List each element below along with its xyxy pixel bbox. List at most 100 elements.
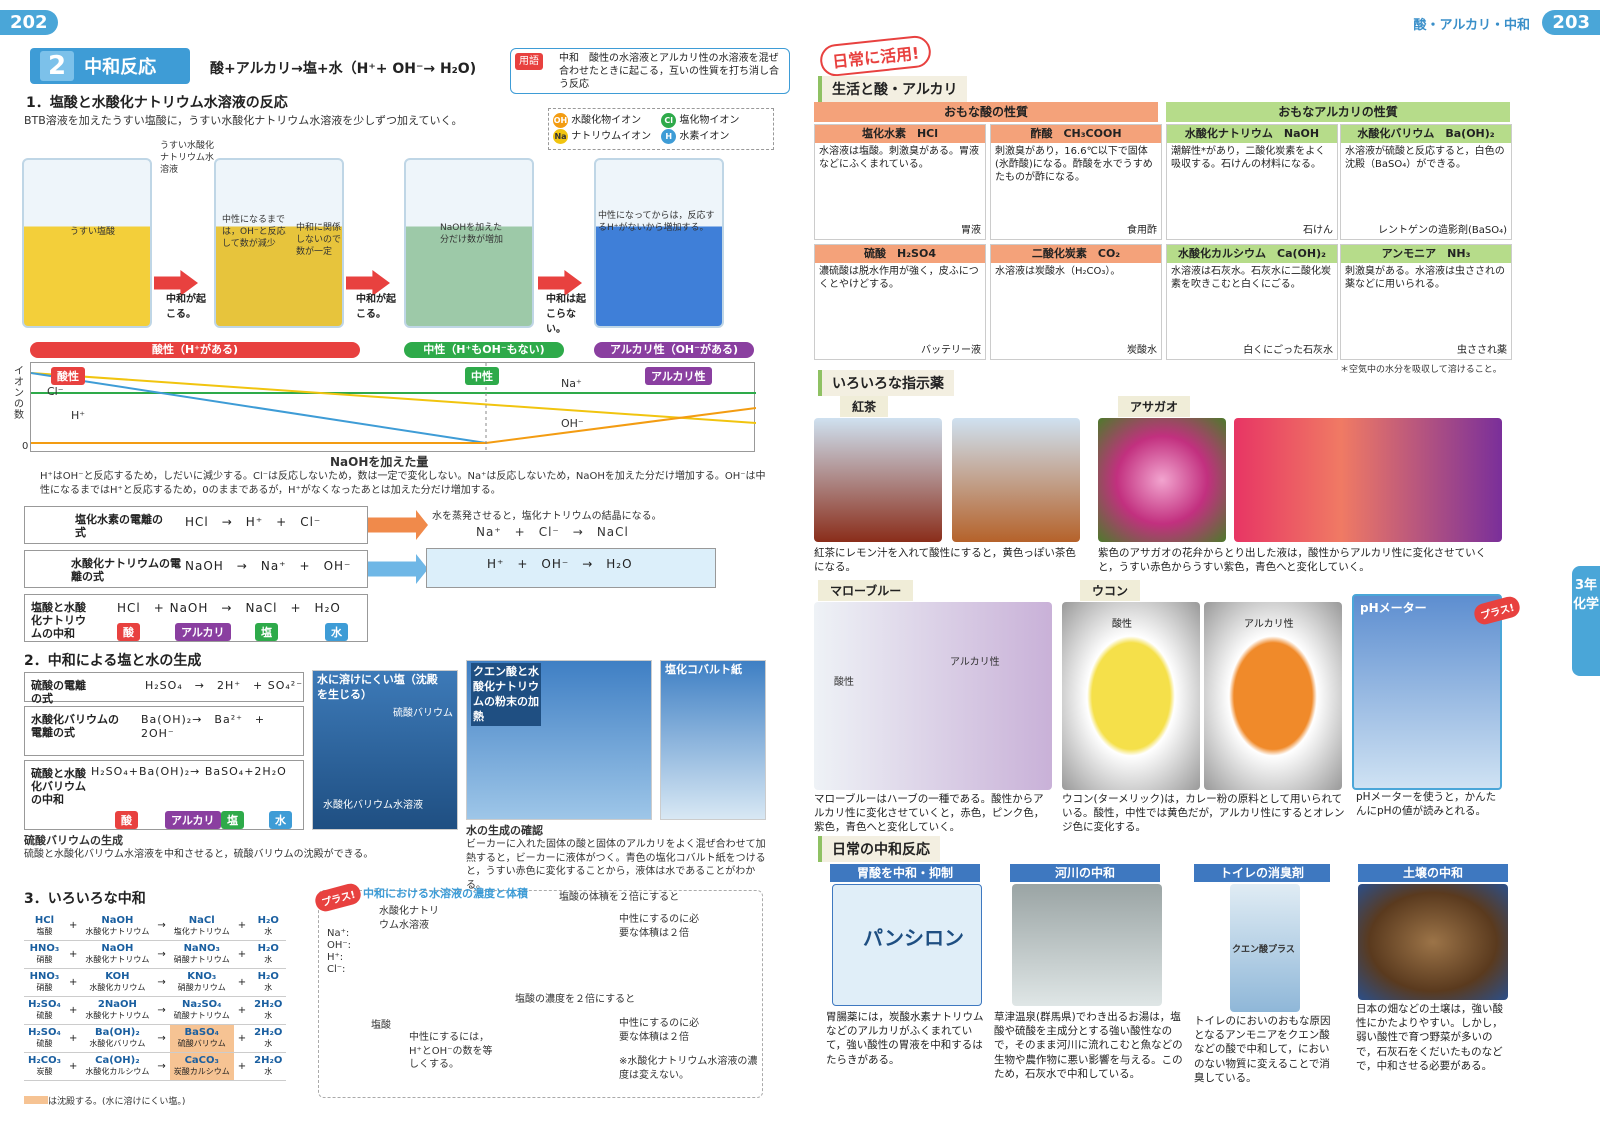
formula-name: 硝酸ナトリウム <box>173 955 230 964</box>
property-cell: 水酸化ナトリウム NaOH 潮解性*があり，二酸化炭素をよく吸収する。石けんの材… <box>1166 124 1338 240</box>
formula-name: 水酸化ナトリウム <box>85 1011 150 1020</box>
ukon-alkali-photo: アルカリ性 <box>1204 602 1342 790</box>
chapter-title: 酸・アルカリ・中和 <box>1413 18 1530 33</box>
alkaline-bar: アルカリ性（OH⁻がある) <box>594 342 754 358</box>
property-cell-desc: 水溶液は石灰水。石灰水に二酸化炭素を吹きこむと白くにごる。 <box>1171 266 1331 290</box>
formula: KNO₃ <box>187 971 217 982</box>
ion-count-graph: 酸性 中性 アルカリ性 Cl⁻ H⁺ Na⁺ OH⁻ <box>30 362 757 453</box>
river-photo <box>1012 884 1162 1006</box>
alkali-head: おもなアルカリの性質 <box>1166 102 1510 122</box>
plus-box: プラス! 中和における水溶液の濃度と体積 水酸化ナトリウム水溶液 Na⁺: OH… <box>313 881 763 1098</box>
series-label-h: H⁺ <box>71 409 86 422</box>
property-cell-caption: 食用酢 <box>1127 225 1157 236</box>
operator: → <box>153 1052 170 1081</box>
formula-name: 水 <box>264 926 273 936</box>
graph-xlabel: NaOHを加えた量 <box>330 455 429 469</box>
precipitate-photo: 水に溶けにくい塩（沈殿を生じる） 硫酸バリウム 水酸化バリウム水溶液 <box>312 670 458 830</box>
toilet-caption: トイレのにおいのおもな原因となるアンモニアをクエン酸などの酸で中和して，においの… <box>1194 1015 1331 1084</box>
operator: + <box>64 912 82 941</box>
graph-ylabel: イオンの数 <box>14 366 24 421</box>
formula: H₂SO₄ <box>28 999 61 1010</box>
property-cell-desc: 水溶液が硫酸と反応すると，白色の沈殿（BaSO₄）ができる。 <box>1345 146 1505 170</box>
subsection-1-title: 1．塩酸と水酸化ナトリウム水溶液の反応 <box>26 95 288 111</box>
glossary-box: 用語 中和 酸性の水溶液とアルカリ性の水溶液を混ぜ合わせたときに起こる，互いの性… <box>510 48 790 94</box>
property-cell-head: アンモニア NH₃ <box>1341 245 1511 263</box>
tea-photo-2 <box>952 418 1080 542</box>
asagao-color-photo <box>1234 418 1502 542</box>
property-cell-head: 水酸化ナトリウム NaOH <box>1167 125 1337 143</box>
beaker-label: NaOHを加えた分だけ数が増加 <box>440 223 504 246</box>
formula: 2H₂O <box>254 1027 283 1038</box>
soil-photo <box>1358 884 1508 1000</box>
property-cell-head: 水酸化バリウム Ba(OH)₂ <box>1341 125 1511 143</box>
formula-name: 硫酸 <box>36 1011 53 1020</box>
formula-name: 塩酸 <box>36 926 53 936</box>
formula-name: 水 <box>264 955 273 964</box>
legend-item: Na ナトリウムイオン <box>553 129 652 144</box>
operator: → <box>153 968 170 997</box>
right-page: 酸・アルカリ・中和 203 日常に活用! 3年 化学 生活と酸・アルカリ おもな… <box>800 0 1600 1130</box>
neut-head-toilet: トイレの消臭剤 <box>1194 864 1330 882</box>
formula-name: 水 <box>264 1011 273 1020</box>
chloride-ion-icon: Cl <box>661 113 677 128</box>
operator: + <box>233 1024 251 1053</box>
formula: CaCO₃ <box>184 1055 219 1066</box>
oh-line <box>31 407 757 444</box>
baso4-desc: 硫酸と水酸化バリウム水溶液を中和させると，硫酸バリウムの沈殿ができる。 <box>24 849 374 860</box>
operator: + <box>233 1052 251 1081</box>
formula-name: 水酸化カリウム <box>89 983 146 992</box>
operator: + <box>233 912 251 941</box>
neut-head-stomach: 胃酸を中和・抑制 <box>830 864 980 882</box>
beaker-label: うすい水酸化ナトリウム水溶液 <box>160 141 215 176</box>
formula-name: 硝酸 <box>36 955 53 964</box>
formula: NaOH <box>101 914 134 926</box>
formula-name: 硫酸バリウム <box>177 1039 226 1048</box>
indicator-asagao-head: アサガオ <box>1118 396 1191 417</box>
property-cell: 硫酸 H₂SO4 濃硫酸は脱水作用が強く，皮ふにつくとやけどする。 バッテリー液 <box>814 244 986 360</box>
section-daily-neutralization: 日常の中和反応 <box>818 836 940 862</box>
property-cell-caption: レントゲンの造影剤(BaSO₄) <box>1377 225 1507 236</box>
tea-caption: 紅茶にレモン汁を入れて酸性にすると，黄色っぽい茶色になる。 <box>814 547 1076 574</box>
section-heading: 2 中和反応 <box>30 48 190 84</box>
beaker-4 <box>594 158 724 328</box>
property-cell-caption: 石けん <box>1303 225 1333 236</box>
operator: + <box>64 940 82 969</box>
right-arrow <box>368 554 428 584</box>
beaker-3 <box>404 158 534 328</box>
property-cell-caption: 炭酸水 <box>1127 345 1157 356</box>
series-label-na: Na⁺ <box>561 377 582 390</box>
formula: 2H₂O <box>254 1055 283 1066</box>
asagao-caption: 紫色のアサガオの花弁からとり出した液は，酸性からアルカリ性に変化させていくと，う… <box>1098 547 1487 574</box>
formula-name: 塩化ナトリウム <box>173 926 230 936</box>
side-tab: 3年 化学 <box>1572 566 1600 676</box>
property-cell: 二酸化炭素 CO₂ 水溶液は炭酸水（H₂CO₃）。 炭酸水 <box>990 244 1162 360</box>
formula: Ca(OH)₂ <box>95 1055 140 1066</box>
graph-zero: 0 <box>22 441 29 452</box>
acid-bar: 酸性（H⁺がある) <box>30 342 360 358</box>
indicator-tea-head: 紅茶 <box>840 396 889 417</box>
neut-head-river: 河川の中和 <box>1010 864 1160 882</box>
acid-head: おもな酸の性質 <box>814 102 1158 122</box>
property-cell: 水酸化バリウム Ba(OH)₂ 水溶液が硫酸と反応すると，白色の沈殿（BaSO₄… <box>1340 124 1512 240</box>
stomach-medicine-photo: パンシロン <box>832 884 982 1006</box>
operator: + <box>64 1024 82 1053</box>
property-cell-desc: 刺激臭がある。水溶液は虫さされの薬などに用いられる。 <box>1345 266 1505 290</box>
property-cell-caption: 胃液 <box>961 225 981 236</box>
formula: HNO₃ <box>29 971 60 982</box>
cobalt-paper-photo: 塩化コバルト紙 <box>660 660 766 820</box>
